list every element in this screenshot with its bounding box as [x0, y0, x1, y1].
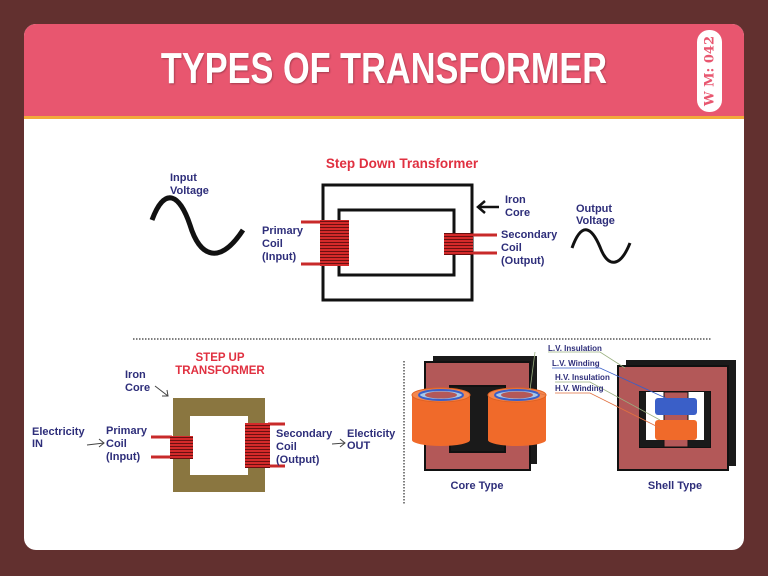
callout-lines — [529, 351, 671, 429]
primary-coil — [301, 220, 349, 266]
callout-hv-insulation: H.V. Insulation — [555, 373, 610, 382]
output-sine-wave — [570, 228, 632, 264]
step-down-title: Step Down Transformer — [326, 156, 479, 171]
slide-badge: W M: 042 — [697, 30, 722, 112]
input-sine-wave — [149, 195, 246, 256]
secondary-coil — [444, 233, 497, 255]
slide-title: TYPES OF TRANSFORMER — [160, 44, 608, 93]
iron-core-inner — [337, 208, 456, 277]
arrow-out-icon — [331, 438, 346, 448]
callout-lv-insulation: L.V. Insulation — [548, 344, 602, 353]
shell-type-label: Shell Type — [648, 480, 702, 492]
iron-core-pointer-icon — [154, 385, 169, 397]
step-up-secondary-coil — [245, 422, 285, 468]
step-up-iron-core — [173, 398, 265, 492]
arrow-left-icon — [476, 200, 499, 214]
callout-hv-winding: H.V. Winding — [555, 384, 604, 393]
slide: TYPES OF TRANSFORMER W M: 042 — [24, 24, 744, 550]
core-type-diagram — [411, 356, 547, 471]
arrow-in-icon — [86, 438, 105, 448]
slide-header: TYPES OF TRANSFORMER W M: 042 — [24, 24, 744, 119]
core-type-label: Core Type — [451, 480, 504, 492]
step-up-primary-coil — [151, 435, 193, 459]
callout-lv-winding: L.V. Winding — [552, 359, 600, 368]
shell-type-diagram — [617, 360, 736, 471]
